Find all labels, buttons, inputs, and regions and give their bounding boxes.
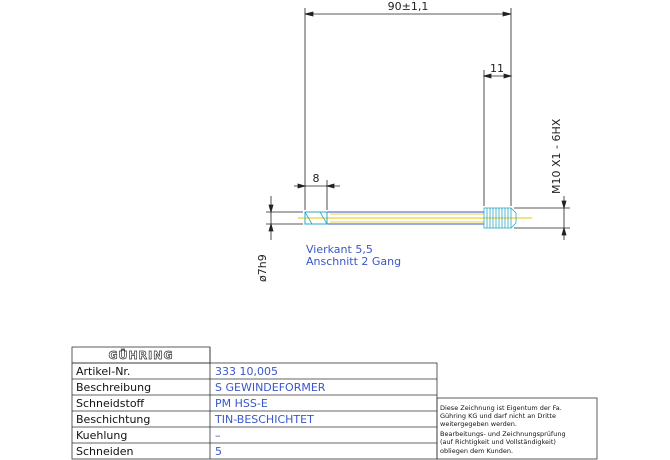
arrow-threaddia-top: [561, 200, 567, 210]
arrow-square-left: [297, 183, 307, 189]
square-length-label: 8: [313, 172, 320, 185]
title-block: [71, 346, 598, 460]
row-label-schneidstoff: Schneidstoff: [76, 397, 145, 410]
note-square: Vierkant 5,5: [306, 243, 373, 256]
arrow-shankdia-top: [268, 204, 274, 214]
arrow-overall-left: [304, 11, 314, 17]
note-chamfer: Anschnitt 2 Gang: [306, 255, 401, 268]
dimension-lines: [266, 8, 570, 240]
row-value-schneidstoff: PM HSS-E: [215, 397, 268, 410]
thread-length-label: 11: [490, 62, 504, 75]
row-value-beschichtung: TIN-BESCHICHTET: [214, 413, 314, 426]
row-value-artikel: 333 10,005: [215, 365, 278, 378]
disclaimer-line-4: Bearbeitungs- und Zeichnungsprüfung: [440, 430, 566, 438]
square-end-diagonal-2: [319, 211, 328, 225]
thread-spec-label: M10 X1 - 6HX: [550, 118, 563, 194]
arrow-square-right: [325, 183, 335, 189]
guehring-logo: GÜHRING: [109, 348, 174, 362]
thread-outline: [483, 207, 512, 229]
row-value-schneiden: 5: [215, 445, 222, 458]
arrow-shankdia-bottom: [268, 222, 274, 232]
shank-diameter-label: ø7h9: [256, 254, 269, 282]
row-label-schneiden: Schneiden: [76, 445, 134, 458]
disclaimer-line-5: (auf Richtigkeit und Vollständigkeit): [440, 438, 556, 446]
row-label-beschreibung: Beschreibung: [76, 381, 151, 394]
disclaimer-box: [436, 397, 598, 460]
arrow-threaddia-bottom: [561, 226, 567, 236]
disclaimer-line-3: weitergegeben werden.: [440, 420, 517, 428]
arrow-thread-right: [503, 73, 513, 79]
tool-outline: [298, 207, 532, 229]
disclaimer-line-6: obliegen dem Kunden.: [440, 447, 513, 455]
square-end-diagonal-1: [304, 211, 313, 225]
row-value-kuehlung: –: [215, 429, 221, 442]
row-label-beschichtung: Beschichtung: [76, 413, 150, 426]
row-value-beschreibung: S GEWINDEFORMER: [215, 381, 326, 394]
thread-chamfer-top: [510, 207, 517, 214]
thread-section: [483, 207, 517, 229]
disclaimer-line-1: Diese Zeichnung ist Eigentum der Fa.: [440, 404, 562, 412]
arrow-thread-left: [482, 73, 492, 79]
square-end: [304, 211, 328, 225]
thread-chamfer-bottom: [510, 222, 517, 229]
disclaimer-line-2: Gühring KG und darf nicht an Dritte: [440, 412, 556, 420]
row-label-artikel: Artikel-Nr.: [76, 365, 130, 378]
row-label-kuehlung: Kuehlung: [76, 429, 127, 442]
arrow-overall-right: [502, 11, 512, 17]
overall-length-label: 90±1,1: [388, 0, 429, 13]
